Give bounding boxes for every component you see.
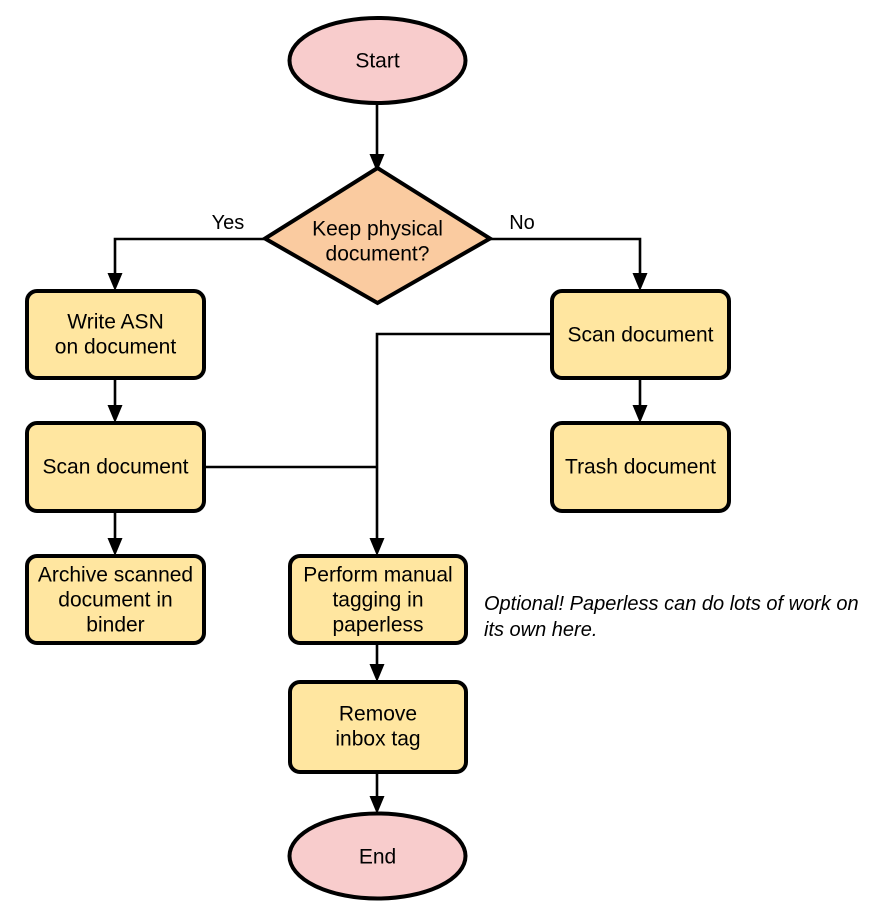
node-remove-inbox-tag-label-line1: Remove [339, 703, 417, 726]
arrow-head-icon [107, 405, 123, 423]
arrow-head-icon [107, 538, 123, 556]
edge-manual-tagging-to-remove-inbox-tag [369, 643, 385, 682]
trash-document-box[interactable] [550, 421, 731, 513]
write-asn-box[interactable] [25, 289, 206, 380]
node-manual-tagging-label-line2: tagging in [332, 589, 423, 612]
edge-scan-right-to-manual-tagging [369, 332, 552, 556]
edge-start-to-keep-physical [369, 103, 385, 172]
arrow-head-icon [632, 273, 648, 291]
arrow-head-icon [369, 796, 385, 814]
edge-keep-physical-to-scan-right: No [490, 212, 648, 291]
node-archive-binder[interactable]: Archive scanned document in binder [25, 554, 206, 645]
manual-tagging-box[interactable] [288, 554, 468, 645]
decision-diamond[interactable] [261, 165, 494, 306]
arrow-head-icon [632, 405, 648, 423]
node-end-label: End [359, 846, 396, 869]
node-start-label: Start [355, 50, 400, 73]
node-write-asn[interactable]: Write ASN on document [25, 289, 206, 380]
edge-path [375, 332, 552, 547]
start-ellipse[interactable] [287, 16, 468, 105]
node-remove-inbox-tag[interactable]: Remove inbox tag [288, 680, 468, 774]
edge-layer: Yes No [107, 103, 648, 814]
node-manual-tagging[interactable]: Perform manual tagging in paperless [288, 554, 468, 645]
edge-label-yes: Yes [212, 212, 245, 234]
archive-binder-box[interactable] [25, 554, 206, 645]
arrow-head-icon [369, 664, 385, 682]
node-scan-document-right-label: Scan document [568, 324, 714, 347]
node-archive-binder-label-line3: binder [86, 614, 144, 637]
node-start[interactable]: Start [287, 16, 468, 105]
node-write-asn-label-line1: Write ASN [67, 311, 163, 334]
edge-keep-physical-to-write-asn: Yes [107, 212, 264, 291]
node-trash-document[interactable]: Trash document [550, 421, 731, 513]
remove-inbox-tag-box[interactable] [288, 680, 468, 774]
edge-scan-left-to-archive-binder [107, 511, 123, 556]
edge-write-asn-to-scan-left [107, 378, 123, 423]
node-keep-physical-document[interactable]: Keep physical document? [261, 165, 494, 306]
edge-label-no: No [509, 212, 535, 234]
node-end[interactable]: End [287, 811, 468, 901]
node-manual-tagging-label-line3: paperless [332, 614, 423, 637]
arrow-head-icon [369, 538, 385, 556]
scan-document-right-box[interactable] [550, 289, 731, 380]
arrow-head-icon [107, 273, 123, 291]
node-remove-inbox-tag-label-line2: inbox tag [335, 728, 420, 751]
node-keep-physical-label-line2: document? [326, 243, 430, 266]
edge-path [490, 237, 642, 282]
node-archive-binder-label-line1: Archive scanned [38, 564, 193, 587]
end-ellipse[interactable] [287, 811, 468, 901]
annotation-optional-note: Optional! Paperless can do lots of work … [484, 593, 859, 641]
annotation-line-1: Optional! Paperless can do lots of work … [484, 593, 859, 615]
edge-path [113, 237, 264, 282]
node-trash-document-label: Trash document [565, 456, 716, 479]
node-scan-document-left[interactable]: Scan document [25, 421, 206, 513]
scan-document-left-box[interactable] [25, 421, 206, 513]
node-write-asn-label-line2: on document [55, 336, 177, 359]
node-manual-tagging-label-line1: Perform manual [303, 564, 452, 587]
arrow-head-icon [369, 154, 385, 172]
edge-scan-right-to-trash-document [632, 378, 648, 423]
node-scan-document-right[interactable]: Scan document [550, 289, 731, 380]
node-archive-binder-label-line2: document in [58, 589, 172, 612]
node-keep-physical-label-line1: Keep physical [312, 218, 443, 241]
edge-remove-inbox-tag-to-end [369, 772, 385, 814]
node-scan-document-left-label: Scan document [43, 456, 189, 479]
annotation-line-2: its own here. [484, 619, 597, 641]
